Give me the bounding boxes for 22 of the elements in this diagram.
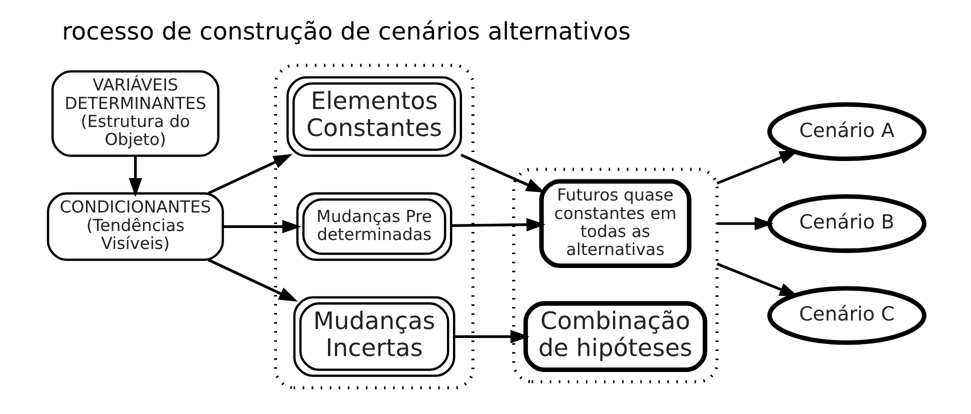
arrow (460, 154, 545, 193)
arrow (716, 262, 798, 297)
arrow (222, 220, 301, 234)
arrow (716, 216, 774, 230)
node-ellipse: Cenário B (766, 194, 926, 253)
node-box: Elementos Constantes (286, 76, 462, 157)
node-box: Futuros quase constantes em todas as alternativas (538, 179, 691, 268)
arrow (451, 218, 546, 232)
node-box: Mudanças Pre determinadas (296, 192, 452, 261)
cluster (274, 64, 474, 390)
arrow (207, 154, 292, 195)
arrow (207, 258, 298, 302)
node-box: CONDICIONANTES (Tendências Visíveis) (46, 192, 224, 261)
arrow (128, 156, 142, 198)
node-box: Mudanças Incertas (292, 296, 455, 377)
node-box: VARIÁVEIS DETERMINANTES (Estrutura do Objeto) (50, 70, 219, 157)
node-box: Combinação de hipóteses (522, 301, 707, 372)
node-ellipse: Cenário A (766, 102, 926, 162)
node-ellipse: Cenário C (766, 286, 926, 345)
diagram-title: rocesso de construção de cenários alternativos (62, 17, 630, 46)
arrow (454, 330, 530, 344)
cluster (512, 168, 718, 384)
